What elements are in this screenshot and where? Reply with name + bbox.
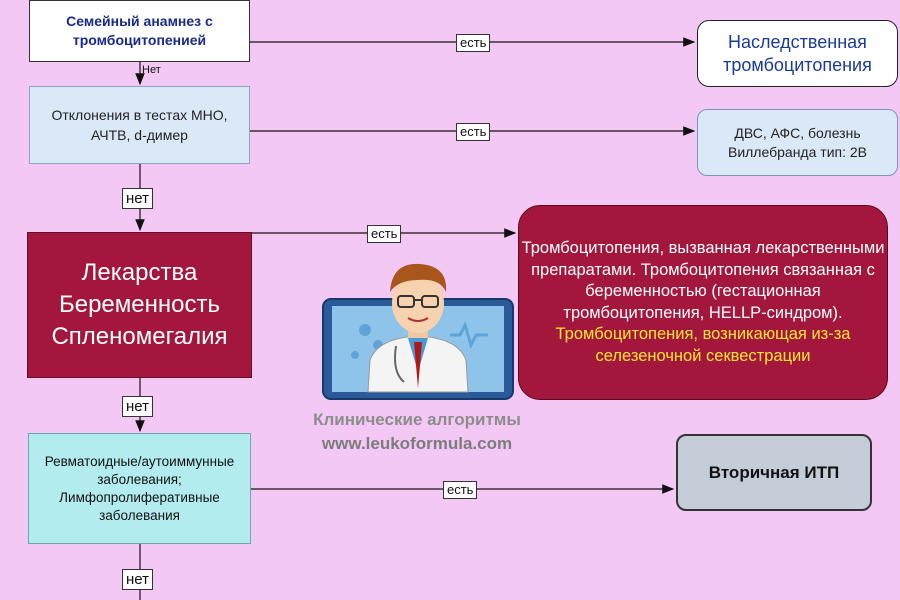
autoimmune-box: Ревматоидные/аутоиммунные заболевания; Л… — [28, 433, 251, 544]
label-no-3: нет — [122, 396, 153, 417]
watermark-url: www.leukoformula.com — [321, 434, 513, 453]
splenic-sequestration-text: Тромбоцитопения, возникающая из-за селез… — [555, 325, 851, 365]
splenomegaly-line: Спленомегалия — [51, 323, 228, 350]
drug-induced-text: Тромбоцитопения, вызванная лекарственным… — [521, 239, 885, 322]
secondary-itp-text: Вторичная ИТП — [708, 462, 840, 482]
label-yes-2: есть — [456, 123, 491, 141]
family-history-text: Семейный анамнез с тромбоцитопенией — [66, 13, 213, 48]
dic-result-box: ДВС, АФС, болезнь Виллебранда тип: 2В — [697, 109, 898, 176]
hereditary-result-box: Наследственная тромбоцитопения — [697, 20, 898, 87]
label-yes-4: есть — [443, 481, 478, 499]
doctor-laptop-icon — [322, 263, 514, 400]
autoimmune-text: Ревматоидные/аутоиммунные заболевания; Л… — [44, 453, 235, 523]
watermark-title: Клинические алгоритмы — [313, 410, 521, 429]
family-history-box: Семейный анамнез с тромбоцитопенией — [29, 0, 250, 62]
label-no-small: Нет — [142, 64, 161, 76]
drug-induced-result-box: Тромбоцитопения, вызванная лекарственным… — [518, 205, 888, 400]
label-yes-1: есть — [456, 34, 491, 52]
label-no-2: нет — [122, 188, 153, 209]
hereditary-text: Наследственная тромбоцитопения — [723, 31, 872, 75]
secondary-itp-box: Вторичная ИТП — [676, 434, 872, 511]
pregnancy-line: Беременность — [58, 291, 220, 318]
label-no-4: нет — [122, 569, 153, 590]
lab-tests-box: Отклонения в тестах МНО, АЧТВ, d-димер — [29, 86, 250, 164]
dic-text: ДВС, АФС, болезнь Виллебранда тип: 2В — [727, 124, 867, 160]
label-yes-3: есть — [367, 225, 402, 243]
lab-tests-text: Отклонения в тестах МНО, АЧТВ, d-димер — [51, 107, 228, 143]
drugs-pregnancy-box: Лекарства Беременность Спленомегалия — [27, 232, 252, 378]
drugs-line: Лекарства — [81, 259, 198, 286]
